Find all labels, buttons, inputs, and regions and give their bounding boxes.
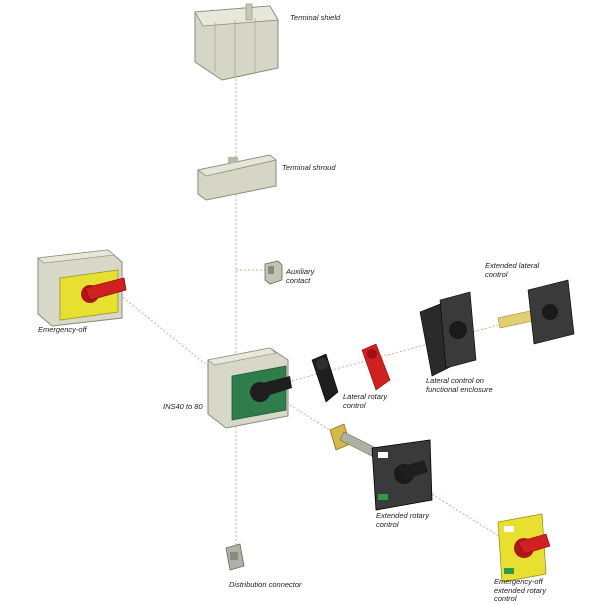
label-distribution-connector: Distribution connector [229, 580, 302, 589]
terminal-shroud-part [197, 154, 277, 201]
label-emergency-off: Emergency-off [38, 325, 87, 334]
label-extended-rotary-control: Extended rotary control [376, 511, 429, 529]
emergency-off-extended-part [497, 513, 551, 583]
label-terminal-shield: Terminal shield [290, 13, 341, 22]
label-emergency-off-ext-line1: Emergency-off [494, 577, 543, 586]
label-extended-lateral-control: Extended lateral control [485, 261, 540, 279]
label-lateral-rotary-line2: control [343, 400, 366, 410]
distribution-connector-part [225, 543, 245, 571]
emergency-off-switch [37, 249, 127, 327]
connector-lines [119, 75, 536, 555]
auxiliary-contact-part [264, 260, 283, 285]
label-emergency-off-ext-line3: control [494, 594, 517, 603]
label-lateral-functional-line2: functional enclosure [426, 384, 493, 394]
line-emergency-off [119, 294, 216, 373]
label-auxiliary-contact-line1: Auxiliary [286, 267, 315, 276]
label-extended-rotary-line2: control [376, 519, 399, 529]
extended-rotary-control-part [371, 439, 433, 511]
label-terminal-shroud: Terminal shroud [282, 163, 336, 172]
label-lateral-rotary-line1: Lateral rotary [343, 392, 388, 401]
line-lateral [287, 314, 536, 383]
label-lateral-functional-line1: Lateral control on [426, 376, 484, 385]
label-emergency-off-extended: Emergency-off extended rotary control [494, 577, 547, 604]
label-auxiliary-contact-line2: contact [286, 275, 311, 285]
label-extended-lateral-line2: control [485, 269, 508, 279]
lateral-rotary-black-handle [311, 353, 339, 403]
label-emergency-off-ext-line2: extended rotary [494, 585, 547, 595]
label-extended-rotary-line1: Extended rotary [376, 511, 429, 520]
label-lateral-control-functional: Lateral control on functional enclosure [426, 376, 493, 394]
ins40-80-switch [207, 347, 292, 429]
label-extended-lateral-line1: Extended lateral [485, 261, 540, 270]
terminal-shield-part [194, 3, 279, 81]
extended-lateral-control-part [497, 279, 575, 345]
label-lateral-rotary-control: Lateral rotary control [343, 392, 388, 410]
lateral-control-functional-enclosure-part [419, 291, 477, 377]
label-auxiliary-contact: Auxiliary contact [286, 267, 315, 285]
label-ins40-80: INS40 to 80 [163, 402, 203, 411]
lateral-rotary-red-handle [361, 343, 391, 391]
